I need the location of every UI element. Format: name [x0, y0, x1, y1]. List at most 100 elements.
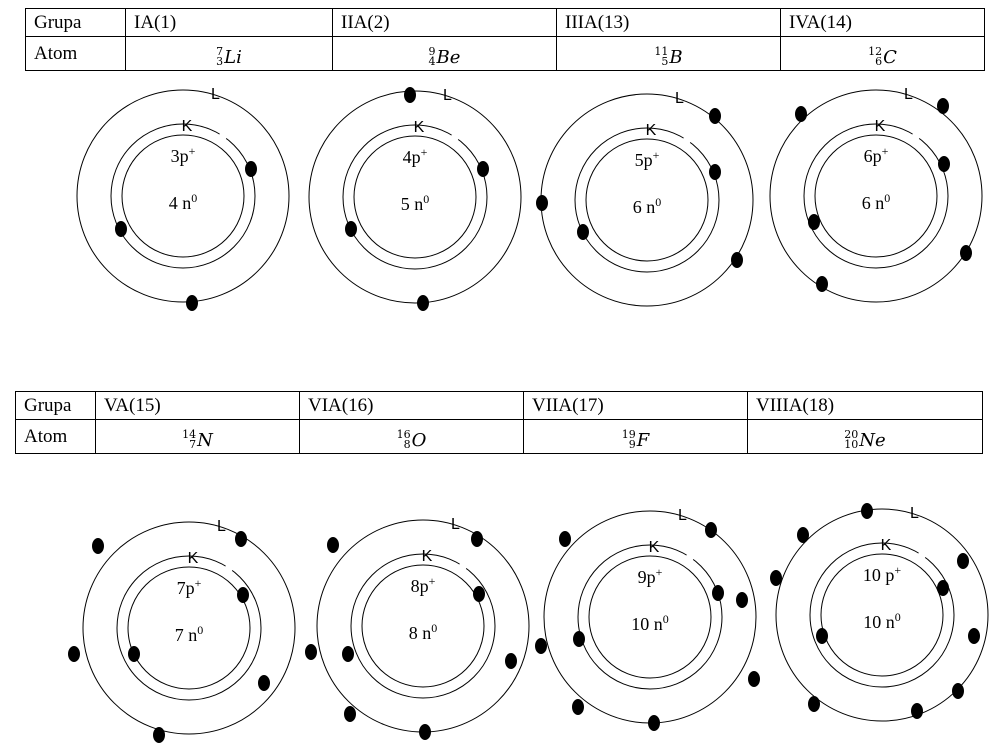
group-name: VIIIA(18) — [747, 391, 983, 420]
element-symbol: B — [669, 46, 683, 68]
element-symbol: C — [883, 46, 897, 68]
atom-model-o: K L 8p+ 8 n0 — [305, 516, 530, 740]
nucleus-circle — [585, 138, 709, 262]
element-symbol: N — [197, 429, 213, 451]
shell-k-label: K — [649, 539, 660, 556]
neutron-count: 10 n0 — [631, 612, 669, 634]
shell-gap — [918, 551, 927, 560]
electron-k — [477, 161, 489, 177]
electron-l — [186, 295, 198, 311]
electron-l — [957, 553, 969, 569]
nucleus-circle — [361, 564, 485, 688]
proton-count: 5p+ — [635, 148, 660, 170]
atomic-number: 7 — [189, 438, 197, 451]
proton-count: 8p+ — [411, 574, 436, 596]
group-name: VIA(16) — [299, 391, 524, 420]
mass-number: 9 — [428, 45, 436, 58]
shell-gap — [683, 136, 692, 145]
mass-number: 16 — [396, 428, 411, 441]
proton-count: 6p+ — [864, 144, 889, 166]
electron-k — [712, 585, 724, 601]
electron-l — [505, 653, 517, 669]
electron-k — [938, 156, 950, 172]
shell-k-label: K — [422, 548, 433, 565]
shell-l-ring — [775, 508, 989, 722]
proton-count: 7p+ — [177, 576, 202, 598]
electron-l — [572, 699, 584, 715]
neutron-count: 5 n0 — [401, 192, 430, 214]
atomic-number: 4 — [428, 55, 436, 68]
electron-l — [344, 706, 356, 722]
nucleus-circle — [814, 134, 938, 258]
shell-k-label: K — [881, 537, 892, 554]
electron-l — [911, 703, 923, 719]
element-symbol: O — [411, 429, 427, 451]
mass-number: 19 — [621, 428, 636, 441]
electron-k — [816, 628, 828, 644]
electron-l — [960, 245, 972, 261]
shell-k-label: K — [182, 118, 193, 135]
electron-l — [535, 638, 547, 654]
neutron-count: 8 n0 — [409, 621, 438, 643]
electron-k — [128, 646, 140, 662]
shell-l-ring — [769, 89, 983, 303]
mass-number: 12 — [868, 45, 883, 58]
header-label: Grupa — [25, 8, 126, 37]
group-table-top: Grupa IA(1) IIA(2) IIIA(13) IVA(14) Atom… — [25, 8, 985, 71]
shell-l-label: L — [904, 86, 913, 103]
shell-k-ring — [577, 544, 723, 690]
shell-k-label: K — [414, 119, 425, 136]
shell-l-label: L — [443, 87, 452, 104]
atomic-number: 6 — [875, 55, 883, 68]
proton-count: 3p+ — [171, 144, 196, 166]
electron-k — [808, 214, 820, 230]
electron-k — [245, 161, 257, 177]
electron-l — [258, 675, 270, 691]
group-table-bottom: Grupa VA(15) VIA(16) VIIA(17) VIIIA(18) … — [15, 391, 983, 454]
electron-l — [770, 570, 782, 586]
shell-l-label: L — [451, 516, 460, 533]
shell-l-ring — [82, 521, 296, 735]
electron-k — [342, 646, 354, 662]
electron-l — [797, 527, 809, 543]
electron-l — [419, 724, 431, 740]
electron-l — [952, 683, 964, 699]
electron-k — [937, 580, 949, 596]
shell-gap — [912, 132, 921, 141]
shell-k-ring — [350, 553, 496, 699]
atom-label: Atom — [15, 419, 96, 454]
electron-l — [536, 195, 548, 211]
shell-l-label: L — [211, 86, 220, 103]
shell-gap — [459, 562, 468, 571]
shell-gap — [219, 132, 228, 141]
group-name: VIIA(17) — [523, 391, 748, 420]
shell-l-label: L — [675, 90, 684, 107]
shell-k-ring — [342, 124, 488, 270]
atomic-number: 10 — [844, 438, 859, 451]
proton-count: 4p+ — [403, 145, 428, 167]
nucleus-circle — [121, 134, 245, 258]
mass-number: 20 — [844, 428, 859, 441]
electron-l — [937, 98, 949, 114]
neutron-count: 10 n0 — [863, 610, 901, 632]
electron-l — [648, 715, 660, 731]
electron-k — [115, 221, 127, 237]
header-label: Grupa — [15, 391, 96, 420]
mass-number: 11 — [654, 45, 669, 58]
mass-number: 7 — [216, 45, 224, 58]
